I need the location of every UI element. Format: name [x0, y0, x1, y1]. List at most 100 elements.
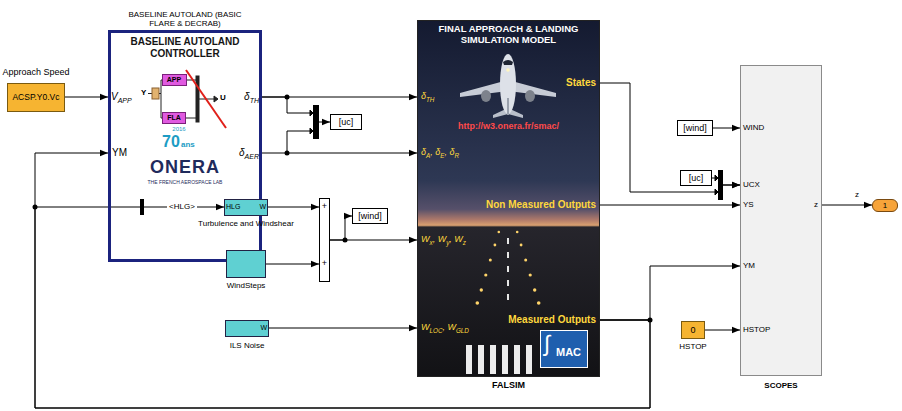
text-holder: FALSIM — [417, 380, 600, 390]
runway-threshold — [466, 345, 532, 374]
text-holder: W — [255, 324, 267, 332]
text-holder: WindSteps — [206, 281, 286, 290]
source-block: WindSteps — [226, 250, 266, 278]
control-logic-sketch — [214, 96, 218, 102]
subscript-text: APP — [118, 97, 132, 104]
block-name: Turbulence and Windshear — [198, 219, 294, 228]
web-address: http://w3.onera.fr/smac/ — [458, 121, 559, 131]
text-holder: W — [254, 203, 266, 211]
block-value: 0 — [690, 325, 695, 335]
signal-line — [35, 207, 650, 408]
branch-wire — [287, 131, 310, 153]
runway-threshold — [502, 345, 508, 374]
subscript-text: TH — [250, 97, 259, 104]
text-holder: 2016 — [165, 126, 193, 133]
runway-lights — [533, 288, 536, 291]
text-holder: UCX — [743, 180, 783, 189]
text-holder: VAPP — [111, 91, 141, 105]
runway-lights — [524, 259, 527, 262]
sign-label: + — [322, 201, 327, 211]
port-label: W — [421, 234, 430, 244]
control-logic-sketch — [185, 80, 196, 118]
text-holder: States — [521, 77, 596, 89]
mux-bar — [718, 170, 723, 200]
subscript-text: R — [454, 152, 459, 159]
logo-text: ans — [181, 140, 195, 149]
logo-text: ∫ — [544, 331, 550, 356]
runway-lights — [480, 288, 483, 291]
airliner-picture — [481, 90, 491, 102]
subscript-text: A — [426, 152, 430, 159]
text-holder: Turbulence and Windshear — [186, 219, 306, 228]
runway-lights — [484, 273, 487, 276]
subscript-text: y — [446, 239, 449, 246]
port-number: 1 — [883, 201, 887, 210]
mux-bar — [313, 105, 319, 139]
block-name: FALSIM — [492, 380, 525, 390]
text-holder: [wind] — [353, 211, 387, 221]
block-value: ACSP.Y0.Vc — [12, 92, 59, 102]
logo-text: 70 — [162, 133, 180, 150]
text-holder: FLA — [163, 114, 185, 122]
port-label: δ — [421, 91, 426, 101]
port-label: δ — [421, 147, 426, 157]
runway-centerline — [507, 238, 509, 244]
logo-text: ONERA — [150, 157, 220, 177]
text-holder: WLOC, WGLD — [421, 322, 491, 334]
subscript-text: x — [430, 239, 433, 246]
logo-text: MAC — [556, 346, 581, 358]
text-holder: FINAL APPROACH & LANDING SIMULATION MODE… — [421, 24, 596, 46]
text-holder: <HLG> — [158, 202, 206, 211]
airliner-picture — [525, 90, 535, 102]
tag-name: [uc] — [339, 117, 354, 127]
signal-line — [822, 205, 872, 206]
runway-lights — [489, 259, 492, 262]
constant-block: ACSP.Y0.VcApproach Speed — [7, 83, 65, 112]
goto-tag: [wind] — [352, 208, 388, 224]
text-holder: ILS Noise — [207, 341, 287, 350]
simulation-picture — [417, 20, 600, 377]
constant-block: 0HSTOP — [681, 321, 705, 339]
block-name: HSTOP — [679, 342, 706, 351]
signal-line — [712, 178, 740, 185]
block-title: BASELINE AUTOLAND CONTROLLER — [131, 36, 240, 59]
port-label: Measured Outputs — [508, 314, 596, 325]
signal-label: <HLG> — [167, 202, 197, 211]
port-label: YS — [743, 200, 754, 209]
block-name: ILS Noise — [230, 341, 265, 350]
mode-block: FLA — [162, 112, 186, 124]
block-name: APP — [167, 76, 181, 83]
port-label: , δ — [430, 147, 440, 157]
sum-block: ++ — [319, 198, 330, 282]
signal-line — [705, 330, 740, 331]
from-tag: [wind] — [677, 120, 713, 136]
port-label: UCX — [743, 180, 760, 189]
signal-line — [262, 97, 330, 122]
block-name: Approach Speed — [2, 67, 69, 77]
signal-name: Y — [141, 88, 146, 97]
text-holder: [wind] — [678, 123, 712, 133]
port-label: , W — [449, 234, 463, 244]
runway-lights — [516, 231, 519, 234]
text-holder: APP — [163, 76, 186, 84]
text-holder: U — [220, 93, 230, 102]
port-label: W — [260, 324, 267, 331]
text-holder: z — [798, 200, 818, 209]
text-holder: Approach Speed — [0, 67, 72, 77]
text-holder: MAC — [556, 346, 586, 359]
logo-text: THE FRENCH AEROSPACE LAB — [148, 179, 223, 185]
text-holder: THE FRENCH AEROSPACE LAB — [124, 180, 246, 186]
runway-lights — [476, 301, 480, 305]
subscript-text: E — [440, 152, 444, 159]
port-label: δ — [239, 147, 245, 158]
airliner-picture — [507, 98, 509, 115]
signal-line — [600, 266, 740, 320]
airliner-picture — [500, 54, 516, 114]
tag-name: [wind] — [683, 123, 707, 133]
subscript-text: GLD — [456, 327, 469, 334]
port-label: Non Measured Outputs — [486, 199, 596, 210]
text-holder: ∫ — [544, 331, 558, 356]
port-label: , δ — [444, 147, 454, 157]
runway-centerline — [507, 252, 509, 258]
